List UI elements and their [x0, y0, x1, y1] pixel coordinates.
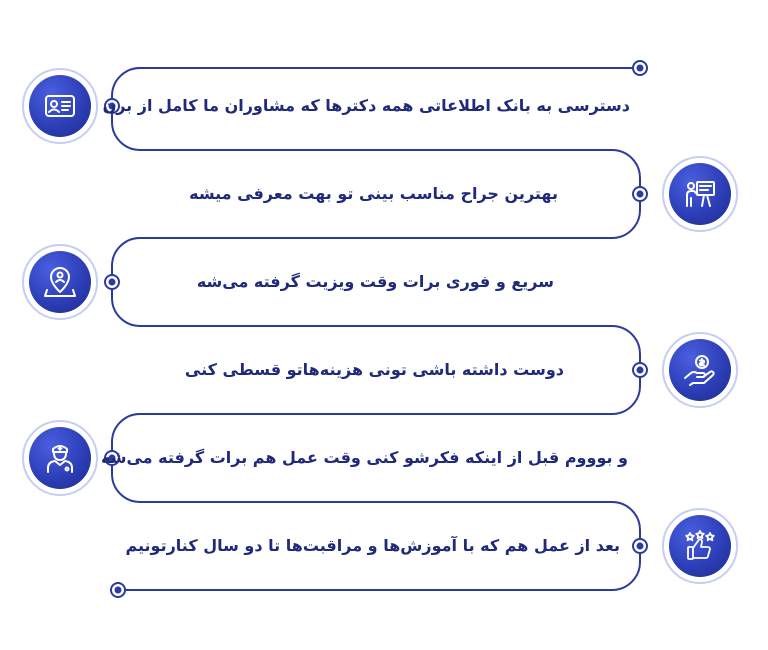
timeline-dot [104, 98, 120, 114]
timeline-line [111, 67, 641, 591]
location-person-icon [22, 244, 98, 320]
item-1-text: دسترسی به بانک اطلاعاتی همه دکترها که مش… [102, 96, 630, 115]
timeline-dot [632, 60, 648, 76]
item-4-text: دوست داشته باشی تونی هزینه‌هاتو قسطی کنی [184, 360, 564, 379]
presenter-board-icon [662, 156, 738, 232]
item-6-text: بعد از عمل هم که با آموزش‌ها و مراقبت‌ها… [125, 536, 620, 555]
timeline-dot [110, 582, 126, 598]
item-3-text: سریع و فوری برات وقت ویزیت گرفته می‌شه [196, 272, 554, 291]
timeline-dots [104, 60, 648, 598]
hand-coin-icon [662, 332, 738, 408]
timeline-dot [632, 186, 648, 202]
timeline-dot [104, 274, 120, 290]
timeline-dot [632, 362, 648, 378]
timeline-dot [104, 450, 120, 466]
item-2-text: بهترین جراح مناسب بینی تو بهت معرفی میشه [189, 184, 558, 203]
timeline-dot [632, 538, 648, 554]
item-5-text: و بوووم قبل از اینکه فکرشو کنی وقت عمل ه… [101, 448, 628, 467]
id-card-icon [22, 68, 98, 144]
thumbs-up-stars-icon [662, 508, 738, 584]
doctor-icon [22, 420, 98, 496]
